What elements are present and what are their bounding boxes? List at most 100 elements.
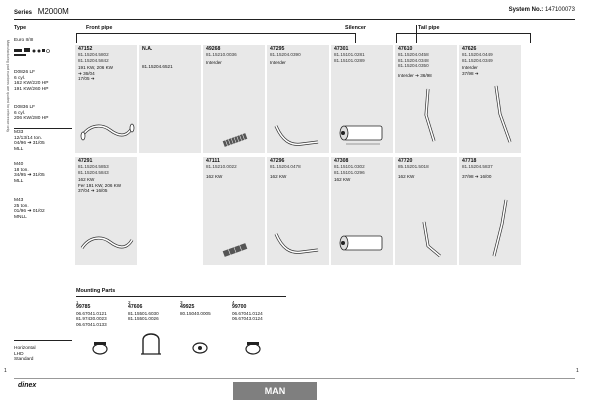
part-refs: 81.15204.0478 bbox=[270, 164, 301, 170]
page-header: Series M2000M System No.: 147100073 bbox=[14, 7, 575, 17]
bracket-strap-icon bbox=[141, 333, 161, 355]
part-number: 49268 bbox=[206, 46, 221, 52]
part-cell-47626[interactable]: 47626 81.15204.0449 81.15204.0349 Interd… bbox=[459, 45, 521, 153]
part-cell-47295[interactable]: 47295 81.15204.0390 Interder bbox=[267, 45, 329, 153]
part-refs: 81.15210.0036 bbox=[206, 52, 237, 58]
type-divider-1 bbox=[14, 128, 72, 129]
front-pipe-heading: Front pipe bbox=[86, 25, 113, 31]
bracket-tail-left bbox=[396, 33, 397, 43]
part-note: 162 KW bbox=[334, 177, 351, 183]
mounting-refs: 06.67041.0121 81.97430.0023 06.67041.013… bbox=[76, 310, 107, 327]
mounting-item-3[interactable]: 3 49925 80.15040.0005 bbox=[180, 300, 228, 338]
type-d0836: D0836 LF 6 cyl. 206 KW/280 HP bbox=[14, 105, 49, 122]
type-euro: Euro II/III bbox=[14, 38, 72, 44]
part-cell-na[interactable]: N.A. 81.15204.6521 bbox=[139, 45, 201, 153]
mounting-rule bbox=[76, 296, 286, 297]
part-note: Interder bbox=[270, 59, 286, 65]
system-value: 147100073 bbox=[544, 7, 575, 13]
part-cell-47296[interactable]: 47296 81.15204.0478 162 KW bbox=[267, 157, 329, 265]
make-tab[interactable]: MAN bbox=[233, 382, 317, 400]
page-corner-left: 1 bbox=[4, 368, 7, 374]
mounting-num: 4 bbox=[232, 300, 235, 305]
part-refs: 81.15204.0449 81.15204.0349 bbox=[462, 52, 493, 63]
front-pipe-rule bbox=[76, 33, 356, 34]
part-number: 47718 bbox=[462, 158, 477, 164]
header-rule bbox=[14, 19, 575, 20]
part-refs: 81.15204.5853 81.15204.5843 bbox=[78, 164, 109, 175]
mounting-pn: 49925 bbox=[180, 304, 195, 311]
part-number: N.A. bbox=[142, 46, 153, 52]
tail-pipe-heading: Tail pipe bbox=[418, 25, 440, 31]
tail-pipe-marker bbox=[416, 25, 417, 43]
part-cell-49268[interactable]: 49268 81.15210.0036 Interder bbox=[203, 45, 265, 153]
footer-rule bbox=[14, 378, 575, 379]
mounting-pn: 47606 bbox=[128, 304, 143, 311]
mounting-item-4[interactable]: 4 99700 06.67041.0124 06.67043.0124 bbox=[232, 300, 280, 338]
part-refs: 85.15201.5018 bbox=[398, 164, 429, 170]
part-refs: 81.15210.0022 bbox=[206, 164, 237, 170]
part-number: 47720 bbox=[398, 158, 413, 164]
part-note: 162 KW bbox=[270, 173, 287, 179]
mounting-refs: 80.15040.0005 bbox=[180, 310, 211, 316]
part-number: 47111 bbox=[206, 158, 220, 164]
part-number: 47301 bbox=[334, 46, 349, 52]
silencer-drawing bbox=[339, 125, 383, 145]
clamp-icon bbox=[92, 342, 108, 355]
mounting-pn: 99785 bbox=[76, 304, 91, 311]
flex-pipe-drawing bbox=[222, 133, 248, 147]
part-number: 47152 bbox=[78, 46, 93, 52]
part-note: Interder 37/98 ➔ bbox=[462, 65, 479, 76]
part-number: 47610 bbox=[398, 46, 413, 52]
part-cell-47111[interactable]: 47111 81.15210.0022 162 KW bbox=[203, 157, 265, 265]
part-cell-47720[interactable]: 47720 85.15201.5018 162 KW bbox=[395, 157, 457, 265]
part-refs: 81.15101.0281 81.15101.0289 bbox=[334, 52, 365, 63]
system-number: System No.: 147100073 bbox=[509, 7, 575, 14]
part-refs: 81.15204.0458 81.15204.0348 81.15204.035… bbox=[398, 52, 429, 69]
front-pipe-drawing bbox=[80, 123, 135, 141]
type-m33: M33 12/13/14 ton. 04/96 ➔ 31/05 MLL bbox=[14, 130, 45, 152]
mounting-item-1[interactable]: 1 99785 06.67041.0121 81.97430.0023 06.6… bbox=[76, 300, 124, 338]
config-lhd: LHD bbox=[14, 351, 24, 357]
mounting-num: 2 bbox=[128, 300, 131, 305]
page-corner: 1 bbox=[576, 368, 579, 374]
silencer-drawing-2 bbox=[339, 235, 383, 251]
part-number: 47296 bbox=[270, 158, 285, 164]
mounting-refs: 06.67041.0124 06.67043.0124 bbox=[232, 310, 263, 322]
part-cell-47718[interactable]: 47718 81.15204.5837 37/98 ➔ 16/00 bbox=[459, 157, 521, 265]
silencer-heading: Silencer bbox=[345, 25, 366, 31]
part-note: 162 KW bbox=[398, 173, 415, 179]
mounting-pn: 99700 bbox=[232, 304, 247, 311]
brand-logo: dinex bbox=[18, 382, 37, 389]
part-number: 47308 bbox=[334, 158, 349, 164]
part-note: 37/98 ➔ 16/00 bbox=[462, 173, 492, 179]
part-number: 47291 bbox=[78, 158, 93, 164]
tail-pipe-drawing bbox=[424, 88, 436, 142]
flex-pipe-drawing-2 bbox=[222, 243, 248, 257]
part-refs: 81.15204.0390 bbox=[270, 52, 301, 58]
disclaimer-text: Manufacturing part numbers are quoted fo… bbox=[6, 40, 10, 133]
bracket-silencer bbox=[355, 33, 356, 43]
mounting-num: 3 bbox=[180, 300, 183, 305]
gasket-clamp-icon bbox=[192, 342, 208, 354]
part-note: 191 KW, 206 KW ➔ 36/04 17/05 ➔ bbox=[78, 65, 113, 82]
type-m43: M43 25 ton. 01/96 ➔ 01/02 MNLL bbox=[14, 198, 45, 220]
type-divider-2 bbox=[14, 340, 72, 341]
type-d0826: D0826 LF 6 cyl. 162 KW/220 HP 191 KW/260… bbox=[14, 70, 49, 92]
intermediate-pipe-drawing bbox=[274, 125, 319, 146]
config-horizontal: Horizontal bbox=[14, 346, 36, 351]
intermediate-pipe-drawing-2 bbox=[274, 233, 319, 254]
part-note: Interder bbox=[206, 59, 222, 65]
config-block: Horizontal LHD Standard bbox=[14, 346, 72, 363]
part-refs: 81.15101.0302 81.15101.0296 bbox=[334, 164, 365, 175]
series-value: M2000M bbox=[37, 7, 69, 16]
disclaimer-sidebar: Manufacturing part numbers are quoted fo… bbox=[2, 40, 11, 290]
part-note: Interder ➔ 36/98 bbox=[398, 72, 432, 78]
part-number: 47295 bbox=[270, 46, 285, 52]
part-note: 81.15204.6521 bbox=[142, 64, 173, 70]
part-refs: 81.15204.5802 81.15204.5842 bbox=[78, 52, 109, 63]
tail-pipe-drawing-3 bbox=[422, 221, 441, 258]
tail-pipe-rule bbox=[396, 33, 530, 34]
vehicle-icons bbox=[14, 48, 50, 56]
mounting-item-2[interactable]: 2 47606 81.15501.6030 81.15501.0026 bbox=[128, 300, 176, 338]
mounting-num: 1 bbox=[76, 300, 79, 305]
